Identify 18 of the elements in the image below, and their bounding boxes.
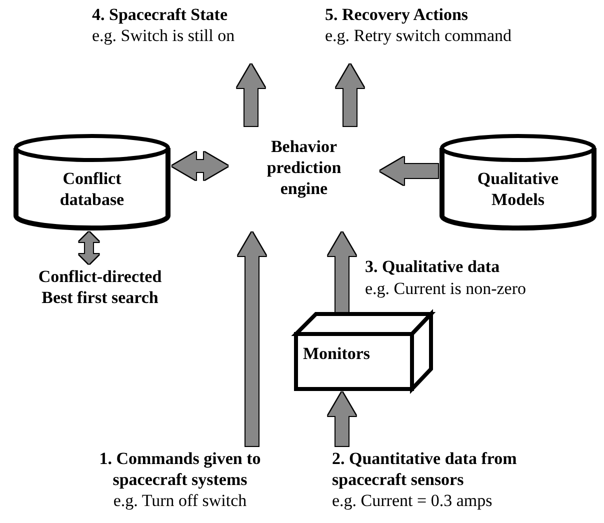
example-text: e.g. Switch is still on xyxy=(92,25,236,46)
example-text: e.g. Turn off switch xyxy=(112,490,248,511)
block-arrow xyxy=(237,64,265,126)
node-label: Behavior prediction engine xyxy=(266,136,342,199)
block-arrow xyxy=(380,157,438,185)
item-heading: 5. Recovery Actions xyxy=(325,4,470,25)
example-text: e.g. Retry switch command xyxy=(325,25,512,46)
block-arrow xyxy=(238,232,266,446)
block-arrow xyxy=(328,392,356,446)
data-heading: 3. Qualitative data xyxy=(365,256,500,277)
block-arrow xyxy=(336,64,364,126)
double-arrow xyxy=(172,152,228,180)
example-text: e.g. Current = 0.3 amps xyxy=(332,490,494,511)
block-arrow xyxy=(328,232,356,312)
double-arrow xyxy=(79,232,99,264)
example-text: e.g. Current is non-zero xyxy=(365,278,526,299)
node-label: Conflict-directed Best first search xyxy=(37,266,163,308)
item-heading: 4. Spacecraft State xyxy=(92,4,228,25)
